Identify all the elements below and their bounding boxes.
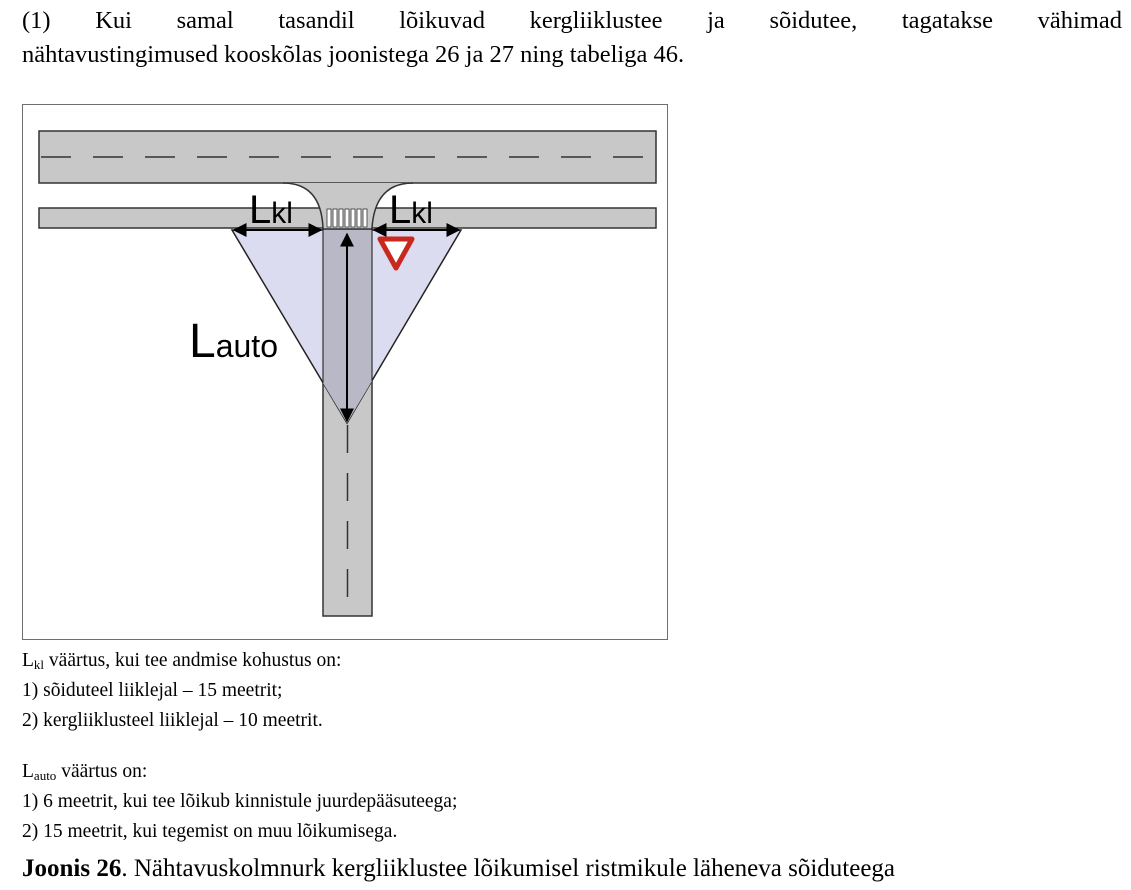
figure-caption: Joonis 26. Nähtavuskolmnurk kergliiklust… xyxy=(22,853,895,885)
caption-number: Joonis 26 xyxy=(22,855,122,882)
lauto-note-text: väärtus on: xyxy=(56,761,148,782)
curb-right xyxy=(371,182,414,229)
lauto-note-item-2: 2) 15 meetrit, kui tegemist on muu lõiku… xyxy=(22,821,398,842)
lkl-note-item-2: 2) kergliiklusteel liiklejal – 10 meetri… xyxy=(22,710,323,731)
curb-left xyxy=(282,182,324,229)
lauto-note-heading: Lauto väärtus on: xyxy=(22,757,457,787)
intro-paragraph: (1) Kui samal tasandil lõikuvad kergliik… xyxy=(22,4,1122,72)
lkl-left-label: Lkl xyxy=(249,188,293,232)
sight-triangle-figure: Lkl Lkl Lauto xyxy=(22,104,668,640)
lauto-note-item-1: 1) 6 meetrit, kui tee lõikub kinnistule … xyxy=(22,791,458,812)
lkl-note-heading: Lkl väärtus, kui tee andmise kohustus on… xyxy=(22,646,341,676)
lkl-note-text: väärtus, kui tee andmise kohustus on: xyxy=(44,650,342,671)
lauto-symbol: L xyxy=(22,761,34,782)
caption-text: . Nähtavuskolmnurk kergliiklustee lõikum… xyxy=(121,855,896,882)
crosswalk-icon xyxy=(326,208,368,228)
yield-sign-icon xyxy=(377,236,415,271)
connector-road xyxy=(283,183,413,228)
main-road xyxy=(38,130,657,184)
lauto-note: Lauto väärtus on: 1) 6 meetrit, kui tee … xyxy=(22,757,457,847)
intro-line-2: nähtavustingimused kooskõlas joonistega … xyxy=(22,41,685,68)
lauto-label: Lauto xyxy=(189,315,278,368)
lkl-note: Lkl väärtus, kui tee andmise kohustus on… xyxy=(22,646,341,736)
intro-line-1: (1) Kui samal tasandil lõikuvad kergliik… xyxy=(22,7,1122,34)
intersection-diagram: Lkl Lkl Lauto xyxy=(38,130,657,617)
lkl-symbol-sub: kl xyxy=(33,657,45,672)
lkl-right-label: Lkl xyxy=(389,188,433,232)
lkl-symbol: L xyxy=(22,650,34,671)
lauto-symbol-sub: auto xyxy=(33,768,57,783)
lkl-note-item-1: 1) sõiduteel liiklejal – 15 meetrit; xyxy=(22,680,283,701)
